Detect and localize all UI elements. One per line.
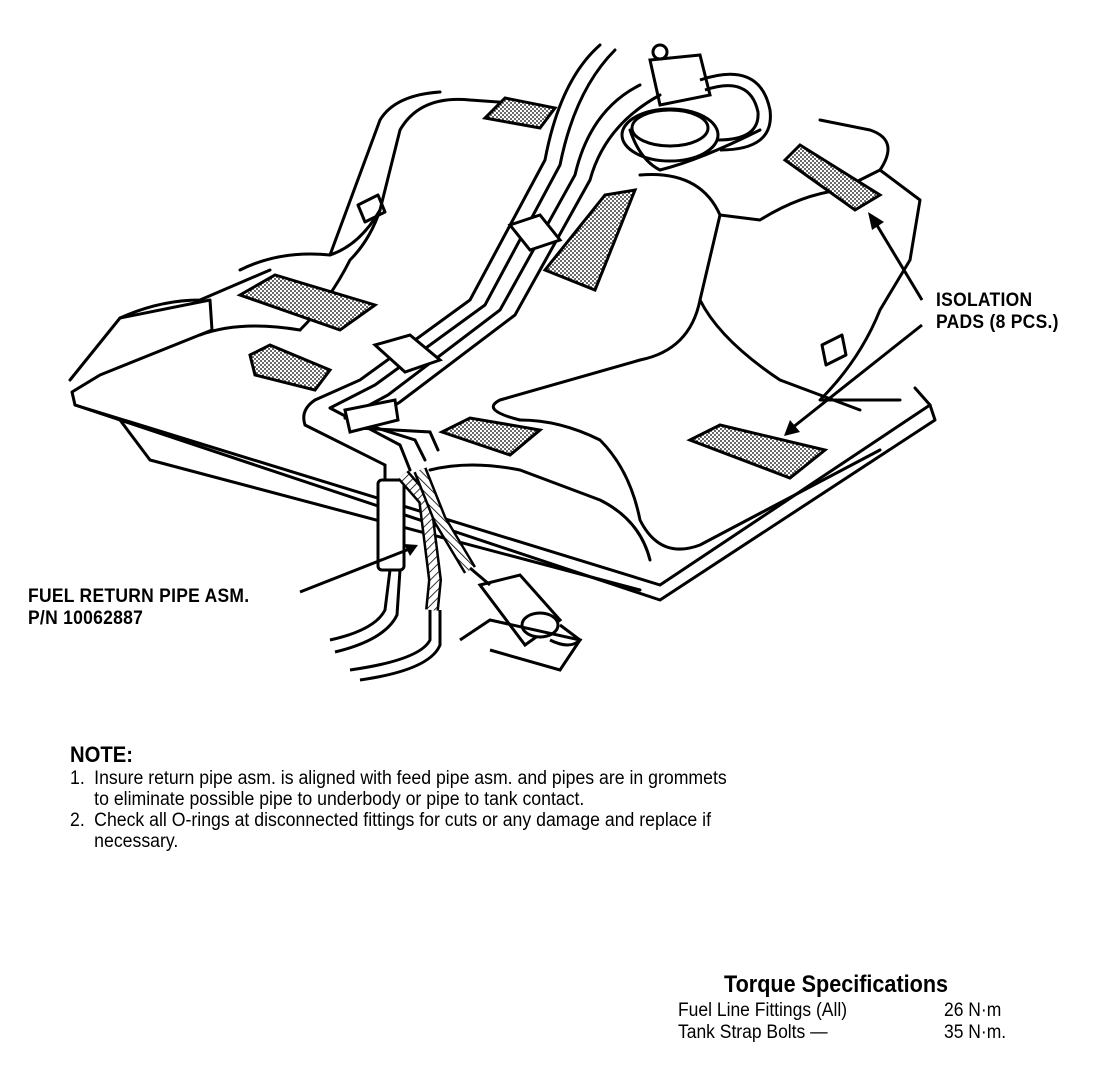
note-number: 2.	[70, 810, 85, 831]
callout-line: PADS (8 PCS.)	[936, 312, 1059, 333]
note-number: 1.	[70, 768, 85, 789]
arrow-head	[868, 212, 884, 230]
isolation-pad	[481, 96, 558, 130]
torque-value: 35 N·m.	[944, 1022, 1007, 1043]
note-item: 2. Check all O-rings at disconnected fit…	[70, 810, 740, 852]
fuel-tank-diagram	[68, 43, 937, 682]
isolation-leader-line	[791, 323, 923, 430]
torque-row: Tank Strap Bolts — 35 N·m.	[678, 1022, 1078, 1044]
note-section: NOTE: 1. Insure return pipe asm. is alig…	[70, 742, 790, 852]
callout-line: P/N 10062887	[28, 608, 144, 629]
isolation-leader-line	[873, 221, 924, 301]
mount-hole-left	[356, 193, 387, 224]
fuel-return-leader-line	[299, 546, 413, 594]
note-item: 1. Insure return pipe asm. is aligned wi…	[70, 768, 740, 810]
torque-specifications: Torque Specifications Fuel Line Fittings…	[678, 970, 1078, 1044]
isolation-pad	[236, 273, 379, 332]
fuel-return-pipe-callout: FUEL RETURN PIPE ASM. P/N 10062887	[28, 586, 249, 630]
torque-label: Fuel Line Fittings (All)	[678, 1000, 848, 1021]
isolation-pads-callout: ISOLATION PADS (8 PCS.)	[936, 290, 1059, 334]
tank-right-hump	[638, 118, 890, 222]
callout-line: FUEL RETURN PIPE ASM.	[28, 586, 250, 607]
arrow-head	[404, 544, 418, 556]
isolation-pad	[782, 143, 883, 212]
tank-left-hump	[238, 97, 542, 272]
fuel-lines	[302, 43, 662, 492]
callout-line: ISOLATION	[936, 290, 1033, 311]
torque-value: 26 N·m	[944, 1000, 1002, 1021]
arrow-head	[784, 420, 800, 436]
torque-label: Tank Strap Bolts —	[678, 1022, 828, 1043]
mount-hole-right	[820, 333, 848, 367]
isolation-pad	[438, 416, 544, 457]
fuel-sender-unit	[620, 43, 772, 163]
torque-title: Torque Specifications	[724, 971, 949, 998]
feed-pipe-sleeve	[376, 478, 406, 572]
isolation-pad	[248, 343, 333, 392]
isolation-pad	[542, 188, 638, 292]
note-title: NOTE:	[70, 742, 133, 767]
isolation-pad	[686, 423, 829, 480]
torque-row: Fuel Line Fittings (All) 26 N·m	[678, 1000, 1078, 1022]
note-text: Check all O-rings at disconnected fittin…	[94, 810, 711, 852]
note-text: Insure return pipe asm. is aligned with …	[94, 768, 727, 810]
